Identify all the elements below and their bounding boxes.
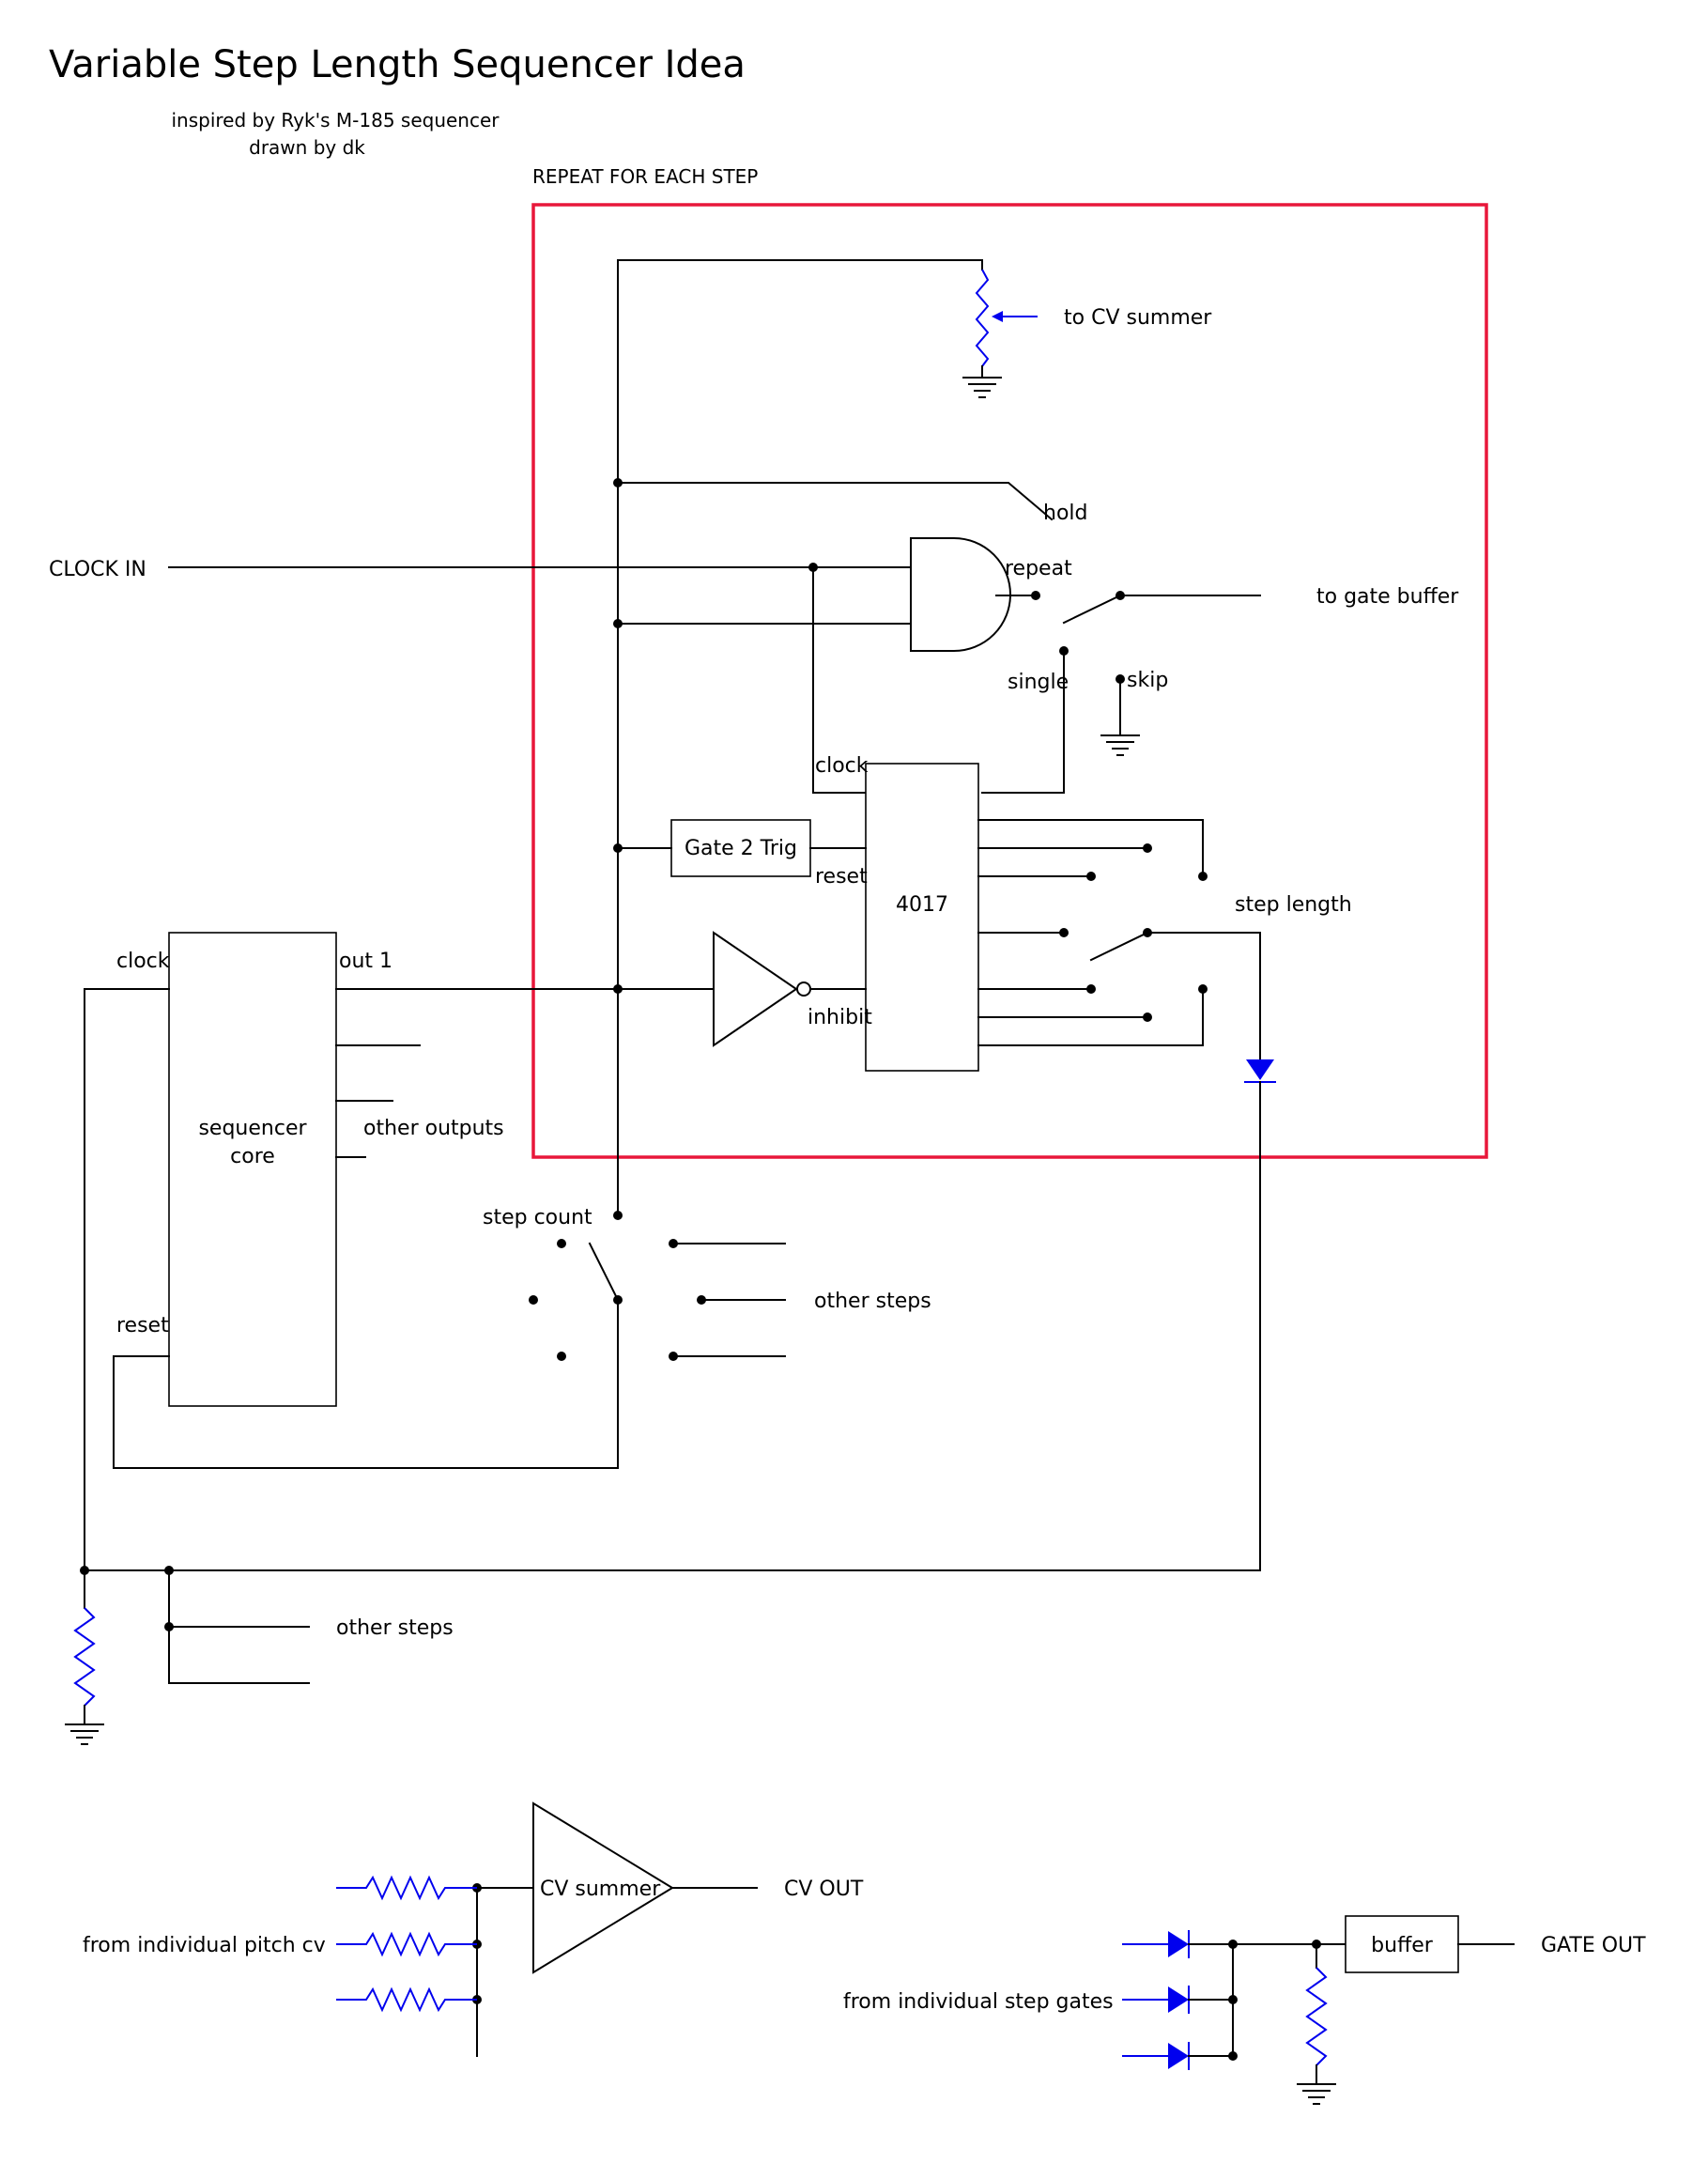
- clock-in-label: CLOCK IN: [49, 558, 146, 581]
- clock-pin-label: clock: [815, 754, 869, 778]
- single-label: single: [1008, 671, 1069, 694]
- diagram-title: Variable Step Length Sequencer Idea: [49, 43, 746, 86]
- gate-buffer: [1345, 1915, 1459, 1973]
- subtitle-line-1: inspired by Ryk's M-185 sequencer: [171, 109, 500, 131]
- step-count-switch: [113, 1211, 786, 1469]
- step-length-switch: [977, 819, 1261, 1060]
- gate-diodes: [1122, 1930, 1346, 2105]
- inverter: [713, 931, 867, 1047]
- ic-4017-label: 4017: [896, 893, 948, 917]
- from-step-gates-label: from individual step gates: [843, 1990, 1114, 2014]
- step-bus-wiring: [617, 259, 983, 1216]
- seq-clock-label: clock: [116, 950, 170, 973]
- step-length-diode: [84, 1059, 1276, 1571]
- pulldown-resistor: [65, 1566, 310, 1745]
- sequencer-core-label-1: sequencer: [198, 1117, 307, 1140]
- pitch-cv-resistors: [336, 1875, 477, 2013]
- to-cv-summer-label: to CV summer: [1064, 306, 1212, 330]
- seq-clock-wire: [84, 988, 170, 1571]
- out1-label: out 1: [339, 950, 392, 973]
- mode-switch: [981, 591, 1261, 794]
- gate-out-label: GATE OUT: [1541, 1934, 1646, 1957]
- buffer-label: buffer: [1371, 1934, 1434, 1957]
- subtitle-line-2: drawn by dk: [249, 136, 365, 159]
- cv-out-label: CV OUT: [784, 1878, 864, 1901]
- step-length-label: step length: [1235, 893, 1352, 917]
- repeat-box-caption: REPEAT FOR EACH STEP: [532, 165, 758, 188]
- and-gate: [613, 537, 1037, 652]
- other-outputs-label: other outputs: [363, 1117, 504, 1140]
- sequencer-core-label-2: core: [230, 1145, 275, 1168]
- repeat-label: repeat: [1005, 557, 1072, 580]
- other-steps-label-a: other steps: [814, 1290, 931, 1313]
- pitch-potentiometer: [962, 269, 1038, 398]
- seq-reset-label: reset: [116, 1314, 169, 1337]
- cv-summer-label: CV summer: [540, 1878, 661, 1901]
- repeat-step-box: [531, 203, 1488, 1159]
- step-count-label: step count: [483, 1206, 592, 1229]
- gate2trig-block: [670, 819, 811, 877]
- to-gate-buffer-label: to gate buffer: [1316, 585, 1459, 609]
- hold-label: hold: [1043, 502, 1087, 525]
- gate2trig-label: Gate 2 Trig: [685, 837, 797, 860]
- reset-pin-label: reset: [815, 865, 868, 889]
- from-pitch-cv-label: from individual pitch cv: [83, 1934, 326, 1957]
- cv-summer: [472, 1801, 758, 2057]
- skip-label: skip: [1127, 669, 1168, 692]
- sequencer-core: [168, 932, 337, 1407]
- ic-4017: [865, 763, 979, 1072]
- hold-wire: [617, 482, 1054, 521]
- inhibit-pin-label: inhibit: [808, 1006, 872, 1029]
- other-steps-label-b: other steps: [336, 1616, 454, 1640]
